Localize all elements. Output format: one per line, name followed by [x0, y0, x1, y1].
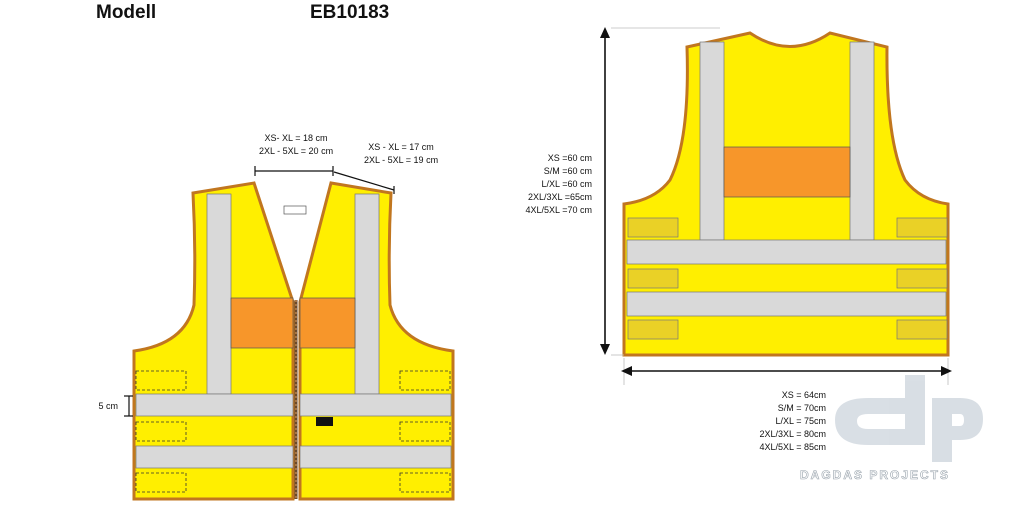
back-band-lower — [626, 291, 947, 317]
front-vest — [132, 181, 455, 501]
shoulder-width-label: XS - XL = 17 cm 2XL - 5XL = 19 cm — [363, 142, 439, 165]
back-width-label: XS = 64cm S/M = 70cm L/XL = 75cm 2XL/3XL… — [759, 390, 826, 452]
front-left-label — [230, 297, 294, 349]
back-vest — [622, 31, 950, 357]
front-band-lower-right — [299, 445, 452, 469]
front-band-upper-left — [135, 393, 294, 417]
model-number: EB10183 — [310, 2, 390, 23]
back-left-strip — [699, 41, 725, 241]
front-band-lower-left — [135, 445, 294, 469]
front-right-label — [299, 297, 356, 349]
back-band-upper — [626, 239, 947, 265]
neck-width-label: XS- XL = 18 cm 2XL - 5XL = 20 cm — [258, 133, 334, 156]
front-id-badge — [283, 205, 307, 215]
model-label: Modell — [96, 2, 157, 23]
band-width-label: 5 cm — [98, 401, 118, 411]
watermark-text: DAGDAS PROJECTS — [800, 468, 951, 483]
front-dimension-lines — [124, 166, 395, 417]
front-band-upper-right — [299, 393, 452, 417]
dp-logo-icon — [835, 375, 983, 462]
back-label — [723, 146, 851, 198]
back-dimension-lines — [600, 27, 952, 385]
back-pockets — [627, 217, 948, 340]
back-right-strip — [849, 41, 875, 241]
back-length-label: XS =60 cm S/M =60 cm L/XL =60 cm 2XL/3XL… — [525, 153, 592, 215]
front-left-strip — [206, 193, 232, 395]
front-right-strip — [354, 193, 380, 395]
front-pockets — [135, 370, 451, 493]
front-black-tab — [316, 417, 333, 426]
